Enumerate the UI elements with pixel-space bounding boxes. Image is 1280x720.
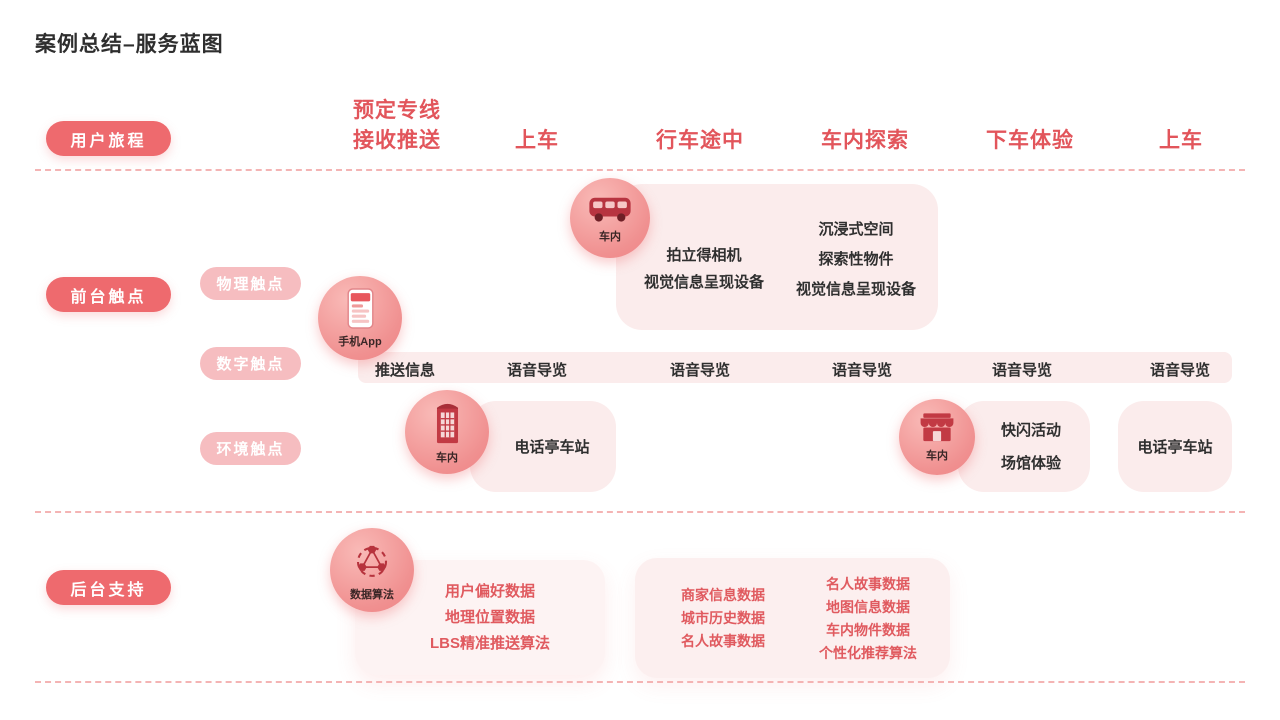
experience-item: 沉浸式空间 [818,221,894,238]
experience-item: 视觉信息呈现设备 [795,281,916,298]
shuttle-bus-icon [587,194,633,229]
circle-label: 手机App [338,336,382,348]
digital-touchpoint-label: 语音导览 [669,362,731,379]
experience-item: 拍立得相机 [666,247,742,264]
data-item: 名人故事数据 [826,576,910,592]
digital-touchpoint-label: 推送信息 [374,362,436,379]
phone-booth-circle: 车内 [405,390,489,474]
digital-touchpoint-label: 语音导览 [991,362,1053,379]
data-item: 用户偏好数据 [444,582,535,600]
dashed-divider-middle [35,511,1245,513]
data-item: 商家信息数据 [681,587,765,603]
circle-label: 车内 [599,230,621,243]
experience-item: 探索性物件 [818,251,894,268]
journey-stage-reboard: 上车 [1159,129,1203,152]
popup-activity-box: 快闪活动 场馆体验 [958,401,1090,492]
phone-booth-icon [433,401,462,450]
in-vehicle-bus-circle: 车内 [570,178,650,258]
digital-touchpoint-label: 语音导览 [831,362,893,379]
journey-stage-enroute: 行车途中 [656,129,744,152]
experience-items-right: 沉浸式空间 探索性物件 视觉信息呈现设备 [780,215,932,305]
backstage-data-box-2: 商家信息数据 城市历史数据 名人故事数据 名人故事数据 地图信息数据 车内物件数… [635,558,950,678]
experience-items-left: 拍立得相机 视觉信息呈现设备 [628,242,780,296]
digital-touchpoint-label: 语音导览 [506,362,568,379]
experience-box: 拍立得相机 视觉信息呈现设备 沉浸式空间 探索性物件 视觉信息呈现设备 [616,184,938,330]
touch-type-pill-environment: 环境触点 [200,432,301,465]
journey-stage-booking: 预定专线 接收推送 [353,99,441,152]
circle-label: 车内 [436,451,458,464]
data-item: 地理位置数据 [444,608,535,626]
backstage-row-label: 后台支持 [46,570,171,605]
touch-type-pill-physical: 物理触点 [200,267,301,300]
touch-type-pill-digital: 数字触点 [200,347,301,380]
dashed-divider-top [35,169,1245,171]
data-item: 名人故事数据 [681,633,765,649]
circle-label: 车内 [926,450,948,462]
experience-item: 视觉信息呈现设备 [643,274,764,291]
page-title: 案例总结–服务蓝图 [35,33,224,56]
mobile-app-circle: 手机App [318,276,402,360]
data-item: LBS精准推送算法 [429,634,550,652]
data-network-icon [351,540,393,587]
frontstage-row-label: 前台触点 [46,277,171,312]
dashed-divider-bottom [35,681,1245,683]
digital-touchpoint-bar: 推送信息 语音导览 语音导览 语音导览 语音导览 语音导览 [358,352,1232,383]
right-booth-station-box: 电话亭车站 [1118,401,1232,492]
data-item: 城市历史数据 [681,610,765,626]
journey-stage-explore: 车内探索 [821,129,909,152]
storefront-icon [918,412,956,448]
phone-app-icon [346,288,374,334]
data-algorithm-circle: 数据算法 [330,528,414,612]
booth-station-box: 电话亭车站 [470,401,616,492]
data-items-left: 商家信息数据 城市历史数据 名人故事数据 [653,584,793,653]
journey-row-label: 用户旅程 [46,121,171,156]
journey-stage-alight: 下车体验 [986,129,1074,152]
data-items-right: 名人故事数据 地图信息数据 车内物件数据 个性化推荐算法 [795,573,941,665]
data-item: 地图信息数据 [826,599,910,615]
digital-touchpoint-label: 语音导览 [1149,362,1211,379]
data-item: 车内物件数据 [826,622,910,638]
journey-stage-board: 上车 [515,129,559,152]
circle-label: 数据算法 [350,588,394,601]
booth-station-label: 电话亭车站 [1137,439,1213,456]
backstage-data-box-1: 用户偏好数据 地理位置数据 LBS精准推送算法 [355,560,605,675]
popup-item: 快闪活动 [1000,421,1061,439]
data-item: 个性化推荐算法 [819,645,917,661]
storefront-circle: 车内 [899,399,975,475]
booth-station-label: 电话亭车站 [514,439,590,456]
popup-item: 场馆体验 [1000,454,1061,472]
